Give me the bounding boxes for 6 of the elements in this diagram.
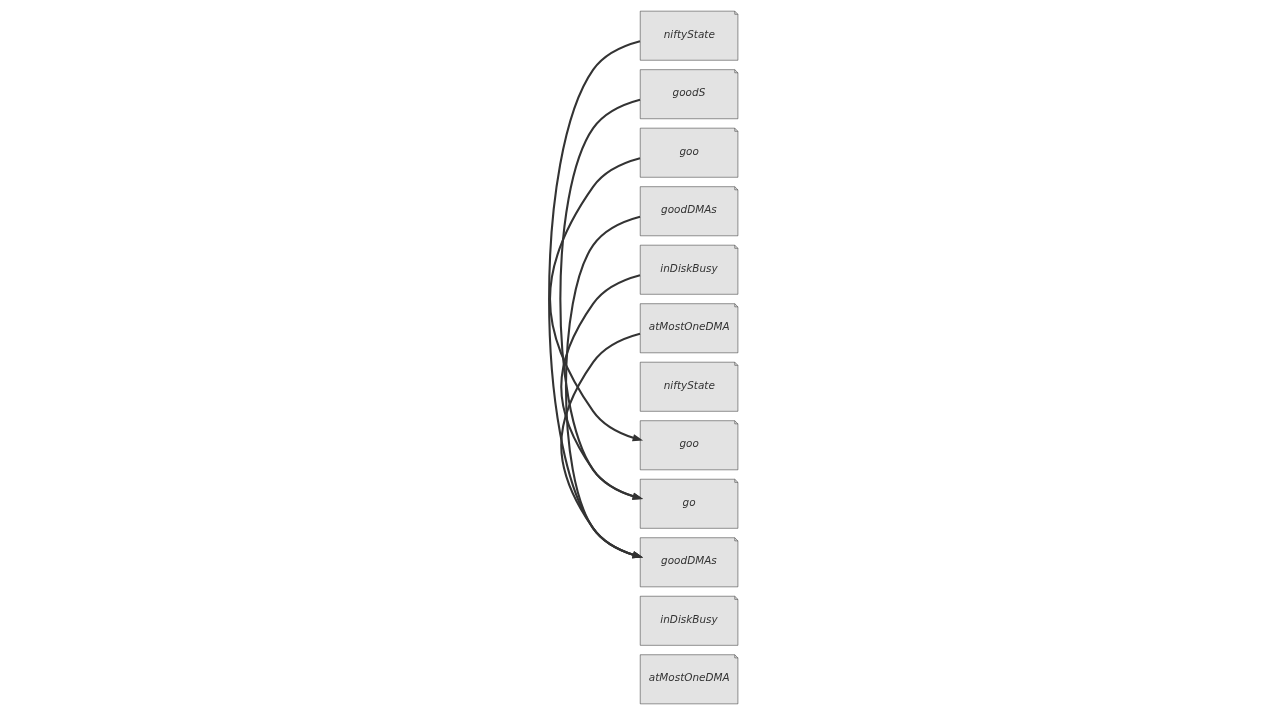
arrow (560, 332, 644, 559)
arrow (559, 98, 644, 500)
arrow (564, 215, 644, 559)
arrow (560, 274, 644, 500)
arrow (549, 157, 644, 442)
arrow (548, 40, 644, 559)
